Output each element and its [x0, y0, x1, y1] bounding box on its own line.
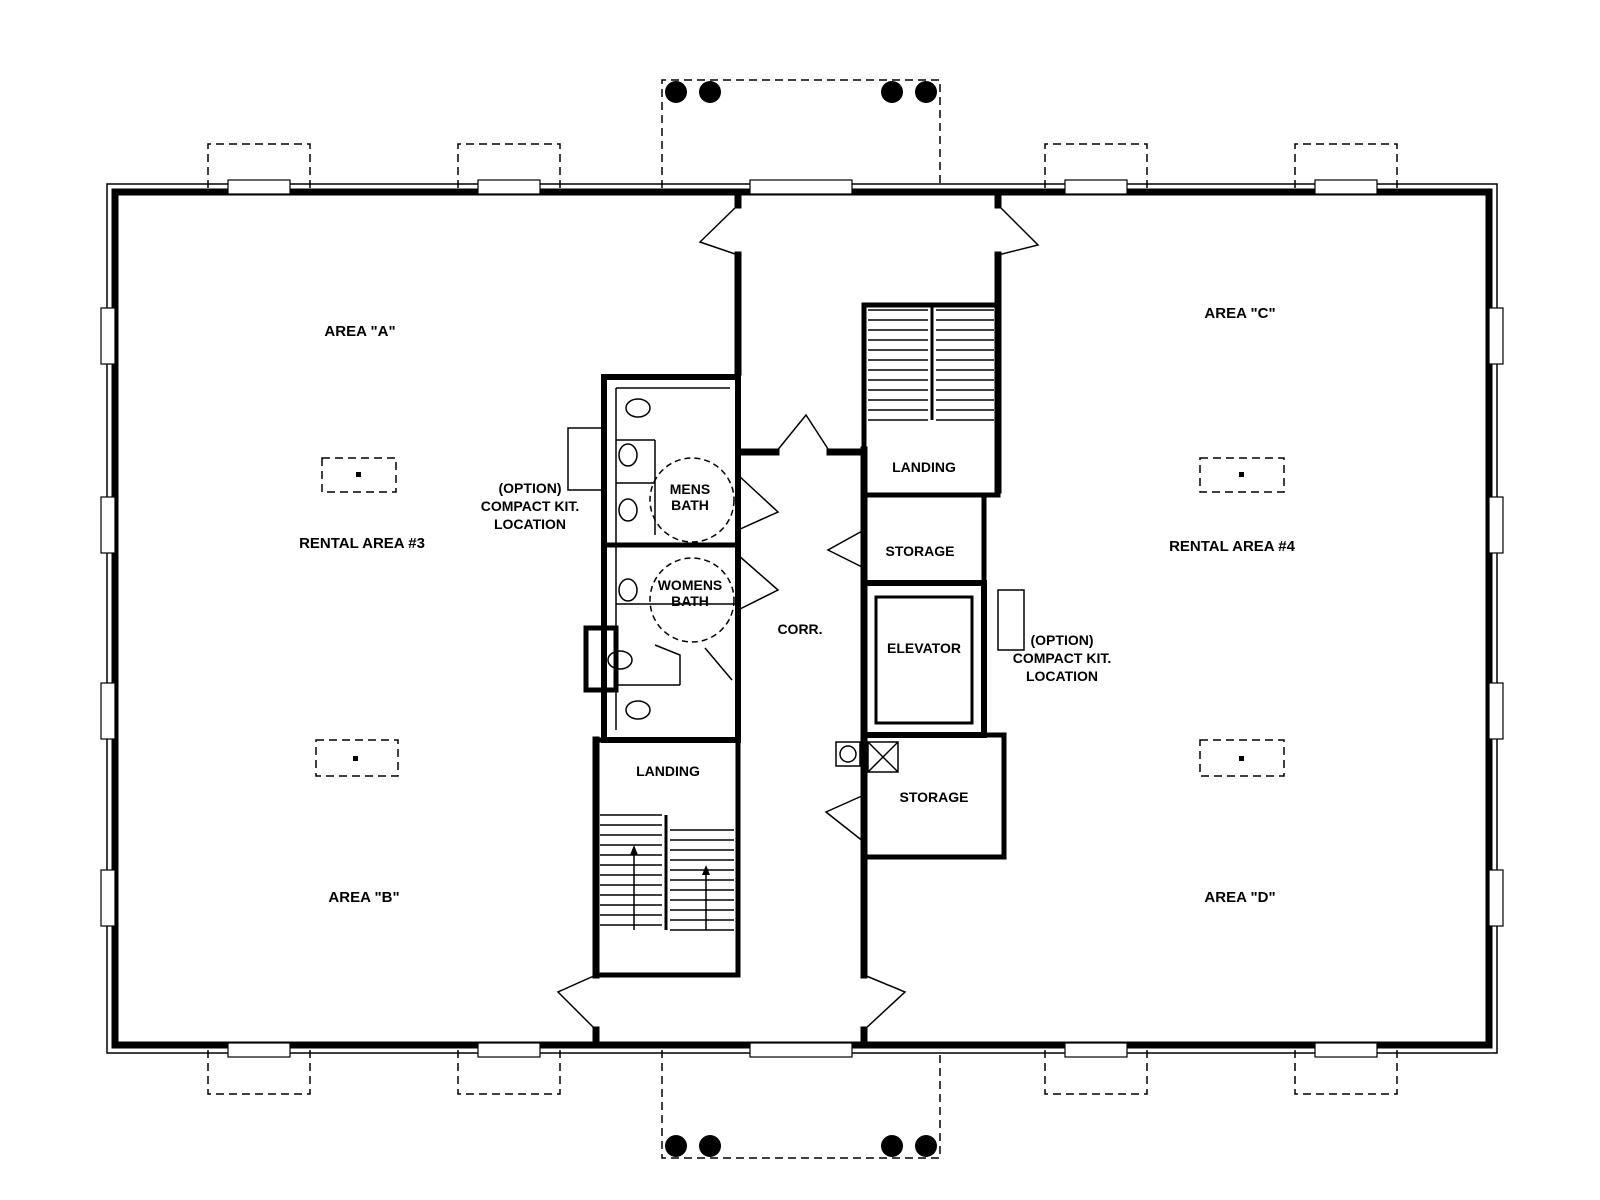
- front-porch: [661, 79, 941, 188]
- mens-bath-line1: MENS: [670, 481, 710, 497]
- porch-column: [881, 1135, 903, 1157]
- mens-bath-line2: BATH: [671, 497, 709, 513]
- landing-right-label: LANDING: [892, 459, 956, 475]
- dormer-outlines: [207, 143, 1398, 1095]
- corridor-door-upper: [738, 413, 864, 456]
- exterior-walls: [106, 183, 1498, 1054]
- windows: [100, 179, 1504, 1058]
- porch-column: [699, 81, 721, 103]
- storage-bottom-label: STORAGE: [900, 789, 969, 805]
- rear-porch: [661, 1050, 941, 1159]
- rental-area-3-label: RENTAL AREA #3: [299, 535, 425, 552]
- option-right-line3: LOCATION: [1026, 668, 1098, 684]
- womens-bath-line1: WOMENS: [658, 577, 723, 593]
- porch-column: [881, 81, 903, 103]
- ceiling-fixtures: [315, 457, 1285, 777]
- womens-bath-line2: BATH: [671, 593, 709, 609]
- area-b-label: AREA "B": [328, 889, 399, 906]
- service-core: [824, 492, 1007, 860]
- rental-area-4-label: RENTAL AREA #4: [1169, 538, 1296, 555]
- landing-left-label: LANDING: [636, 763, 700, 779]
- porch-column: [915, 81, 937, 103]
- storage-top-label: STORAGE: [886, 543, 955, 559]
- option-left-line1: (OPTION): [499, 480, 562, 496]
- area-a-label: AREA "A": [324, 323, 395, 340]
- option-right-line2: COMPACT KIT.: [1013, 650, 1112, 666]
- porch-column: [915, 1135, 937, 1157]
- option-right-line1: (OPTION): [1031, 632, 1094, 648]
- stair-right: [861, 302, 1001, 498]
- corridor-label: CORR.: [777, 621, 822, 637]
- porch-column: [665, 81, 687, 103]
- option-left-line2: COMPACT KIT.: [481, 498, 580, 514]
- area-c-label: AREA "C": [1204, 305, 1275, 322]
- stair-left: [593, 737, 741, 978]
- porch-column: [665, 1135, 687, 1157]
- restroom-block: [583, 374, 780, 743]
- elevator-label: ELEVATOR: [887, 640, 961, 656]
- porch-column: [699, 1135, 721, 1157]
- area-d-label: AREA "D": [1204, 889, 1275, 906]
- option-left-line3: LOCATION: [494, 516, 566, 532]
- compact-kitchen-options: [567, 427, 1025, 651]
